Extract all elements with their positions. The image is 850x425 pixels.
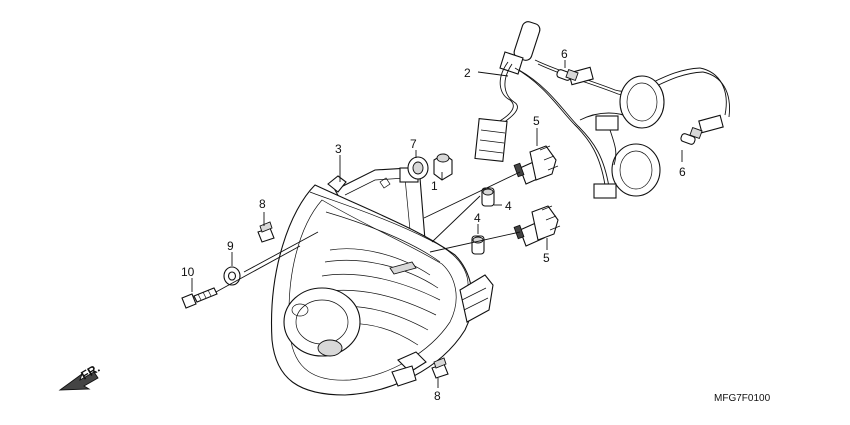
callout-3: 3: [335, 142, 342, 156]
callout-6-upper: 6: [561, 47, 568, 61]
nut-clip-lower: [431, 357, 449, 379]
bolt: [181, 287, 218, 309]
callout-4-upper: 4: [505, 199, 512, 213]
socket-upper: [481, 187, 495, 207]
callout-7: 7: [410, 137, 417, 151]
position-bulb-upper: [556, 68, 579, 82]
callout-10: 10: [181, 265, 195, 279]
callout-2: 2: [464, 66, 471, 80]
rubber-cap: [433, 153, 453, 181]
callout-8-lower: 8: [434, 389, 441, 403]
headlight-housing: [270, 167, 494, 396]
headlight-bulb-upper: [513, 145, 559, 185]
callout-5-upper: 5: [533, 114, 540, 128]
front-direction-arrow: FR.: [58, 361, 102, 391]
callout-5-lower: 5: [543, 251, 550, 265]
position-bulb-lower: [680, 126, 703, 145]
nut-clip-upper: [257, 221, 275, 243]
callout-4-lower: 4: [474, 211, 481, 225]
headlight-bulb-lower: [513, 205, 561, 247]
callout-6-lower: 6: [679, 165, 686, 179]
socket-lower: [471, 235, 485, 255]
diagram-code: MFG7F0100: [714, 393, 771, 404]
wire-harness: [474, 21, 730, 199]
callout-8-upper: 8: [259, 197, 266, 211]
callouts: 2 3 7 1 5 6 6 4 4 5 8 9 10 8: [181, 47, 686, 403]
callout-1: 1: [431, 179, 438, 193]
leader-lines: [191, 60, 683, 388]
grommet: [407, 156, 429, 180]
washer: [223, 266, 241, 286]
callout-9: 9: [227, 239, 234, 253]
